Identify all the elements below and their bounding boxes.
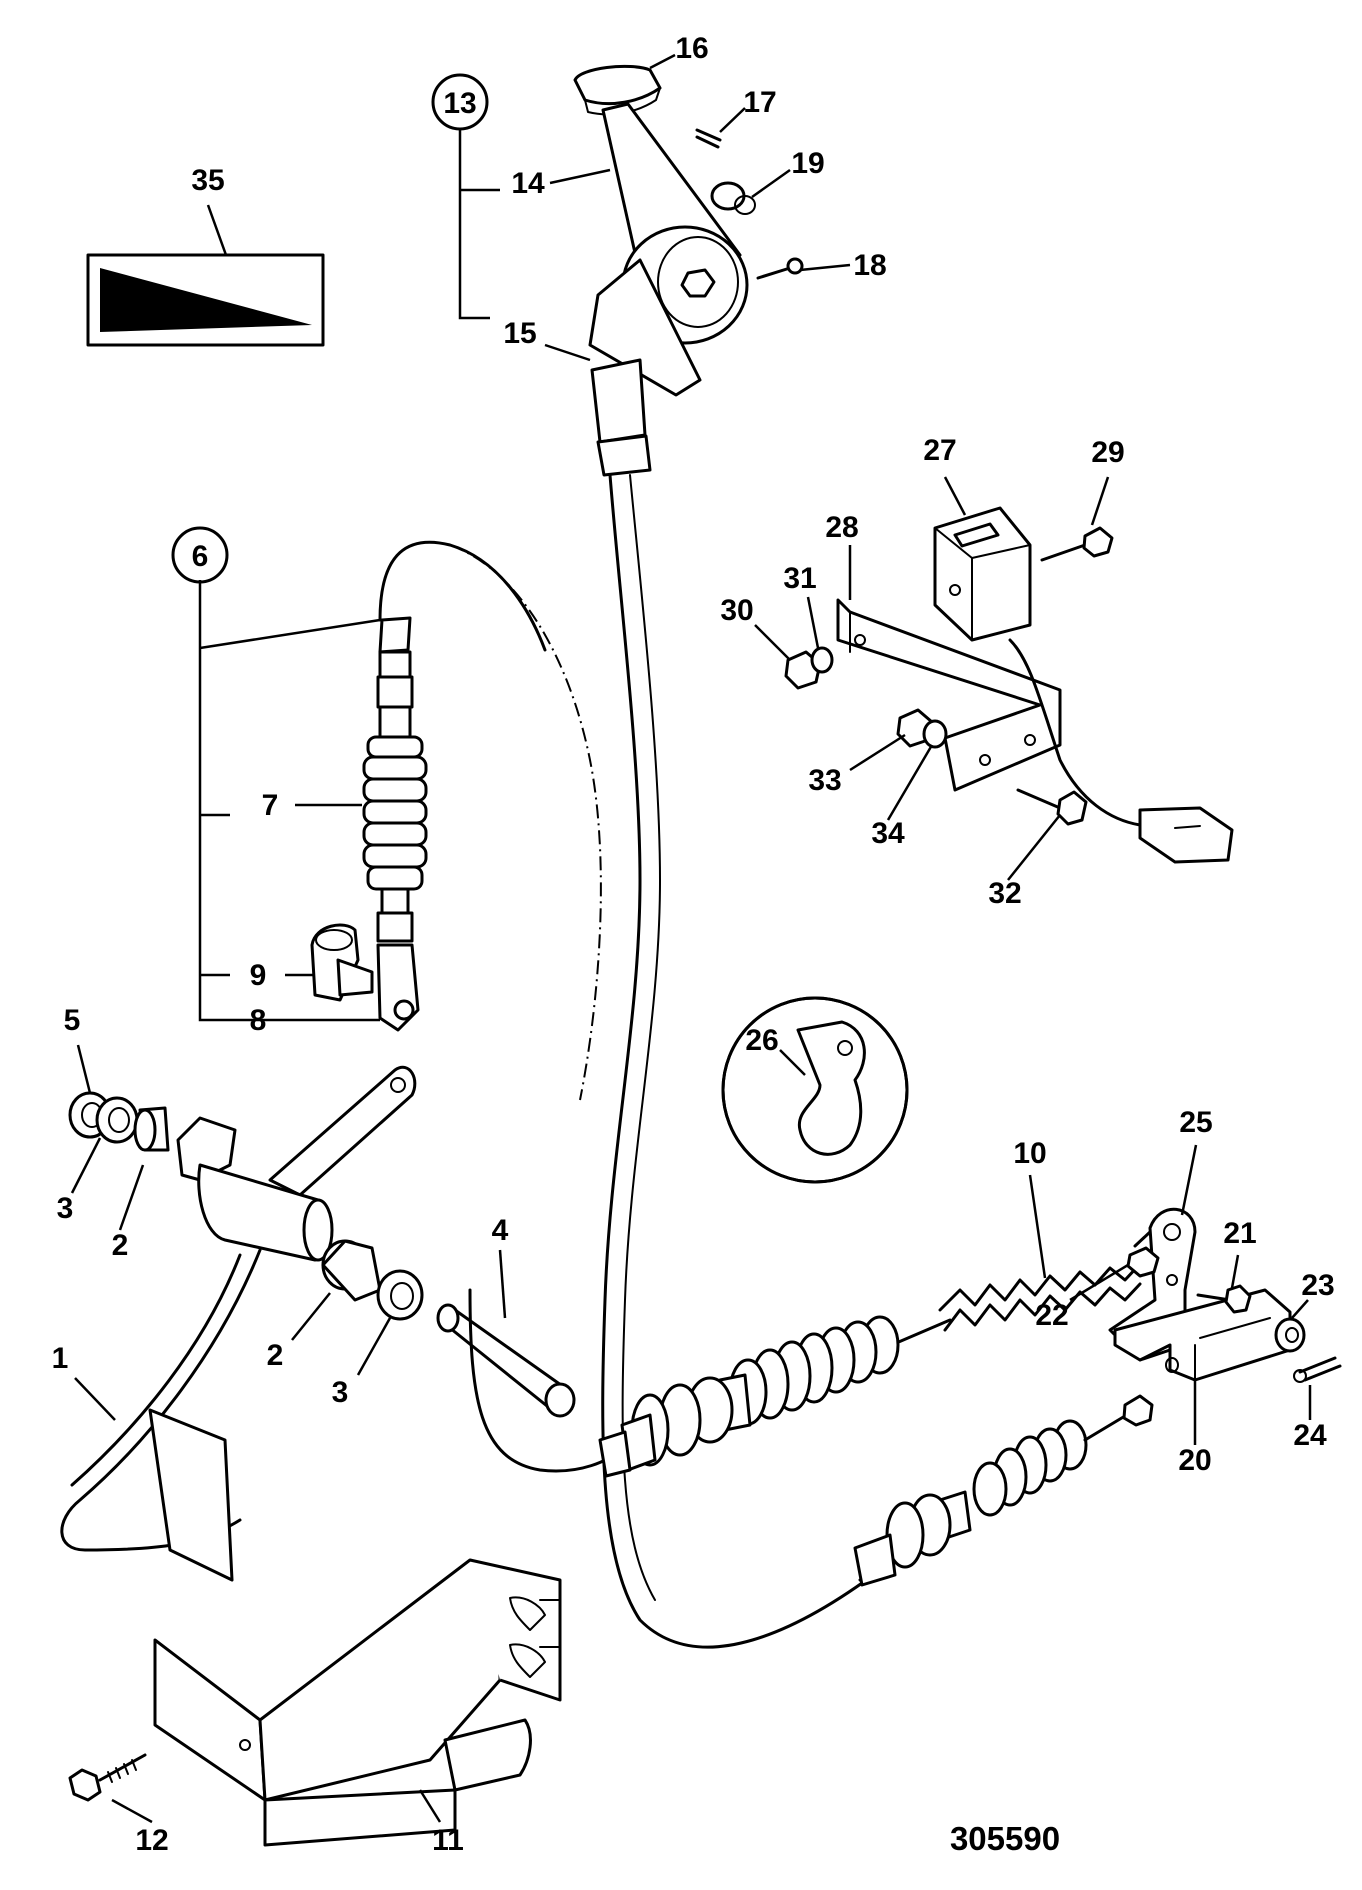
callout-11-final: 11 <box>432 1824 464 1857</box>
callout-22: 22 <box>1035 1299 1068 1332</box>
callout-20: 20 <box>1178 1444 1211 1477</box>
callout-13: 13 <box>443 87 476 120</box>
callout-4: 4 <box>492 1214 509 1247</box>
decal-35 <box>86 253 325 347</box>
callout-25: 25 <box>1179 1106 1212 1139</box>
callout-18: 18 <box>853 249 886 282</box>
switch-bracket-assembly <box>784 506 1234 864</box>
callout-21: 21 <box>1223 1217 1256 1250</box>
callout-28: 28 <box>825 511 858 544</box>
bellows-7 <box>362 735 428 891</box>
callout-circle-26 <box>721 996 909 1184</box>
callout-17: 17 <box>743 86 776 119</box>
callout-2a: 2 <box>112 1229 129 1262</box>
callout-3b: 3 <box>332 1376 349 1409</box>
callout-15: 15 <box>503 317 536 350</box>
leader-lines <box>70 53 1312 1824</box>
callout-3a: 3 <box>57 1192 74 1225</box>
drawing-number: 305590 <box>950 1820 1060 1857</box>
callout-9: 9 <box>250 959 267 992</box>
callout-5: 5 <box>64 1004 81 1037</box>
callout-32: 32 <box>988 877 1021 910</box>
callout-34: 34 <box>871 817 905 850</box>
callout-2b: 2 <box>267 1339 284 1372</box>
pedal-assembly <box>60 1066 576 1582</box>
callout-27: 27 <box>923 434 956 467</box>
callout-8: 8 <box>250 1004 267 1037</box>
hand-throttle-lever <box>573 64 804 477</box>
main-cable-10 <box>468 1224 1183 1478</box>
callout-35: 35 <box>191 164 224 197</box>
callout-19: 19 <box>791 147 824 180</box>
callout-labels: 35 13 14 15 16 17 19 18 27 29 28 31 30 3… <box>52 32 1335 1857</box>
callout-23: 23 <box>1301 1269 1334 1302</box>
bellows-10 <box>728 1315 900 1426</box>
lower-cable <box>853 1394 1154 1587</box>
callout-12-final: 12 <box>135 1824 168 1857</box>
callout-circle-13 <box>431 73 489 131</box>
callout-26: 26 <box>745 1024 778 1057</box>
callout-1: 1 <box>52 1342 69 1375</box>
bolt-12 <box>68 1753 147 1802</box>
callout-10: 10 <box>1013 1137 1046 1170</box>
callout-24: 24 <box>1293 1419 1327 1452</box>
callout-7: 7 <box>262 789 279 822</box>
bellows-lower <box>972 1419 1088 1517</box>
callout-16: 16 <box>675 32 708 65</box>
callout-14: 14 <box>511 167 545 200</box>
callout-6: 6 <box>192 540 209 573</box>
callout-33: 33 <box>808 764 841 797</box>
cable-bracket-assembly <box>1108 1207 1342 1383</box>
callout-31: 31 <box>783 562 816 595</box>
callout-29: 29 <box>1091 436 1124 469</box>
callout-circle-6 <box>171 526 229 584</box>
callout-30: 30 <box>720 594 753 627</box>
cable-end-assembly <box>310 540 602 1101</box>
floor-bracket-11 <box>153 1558 562 1847</box>
